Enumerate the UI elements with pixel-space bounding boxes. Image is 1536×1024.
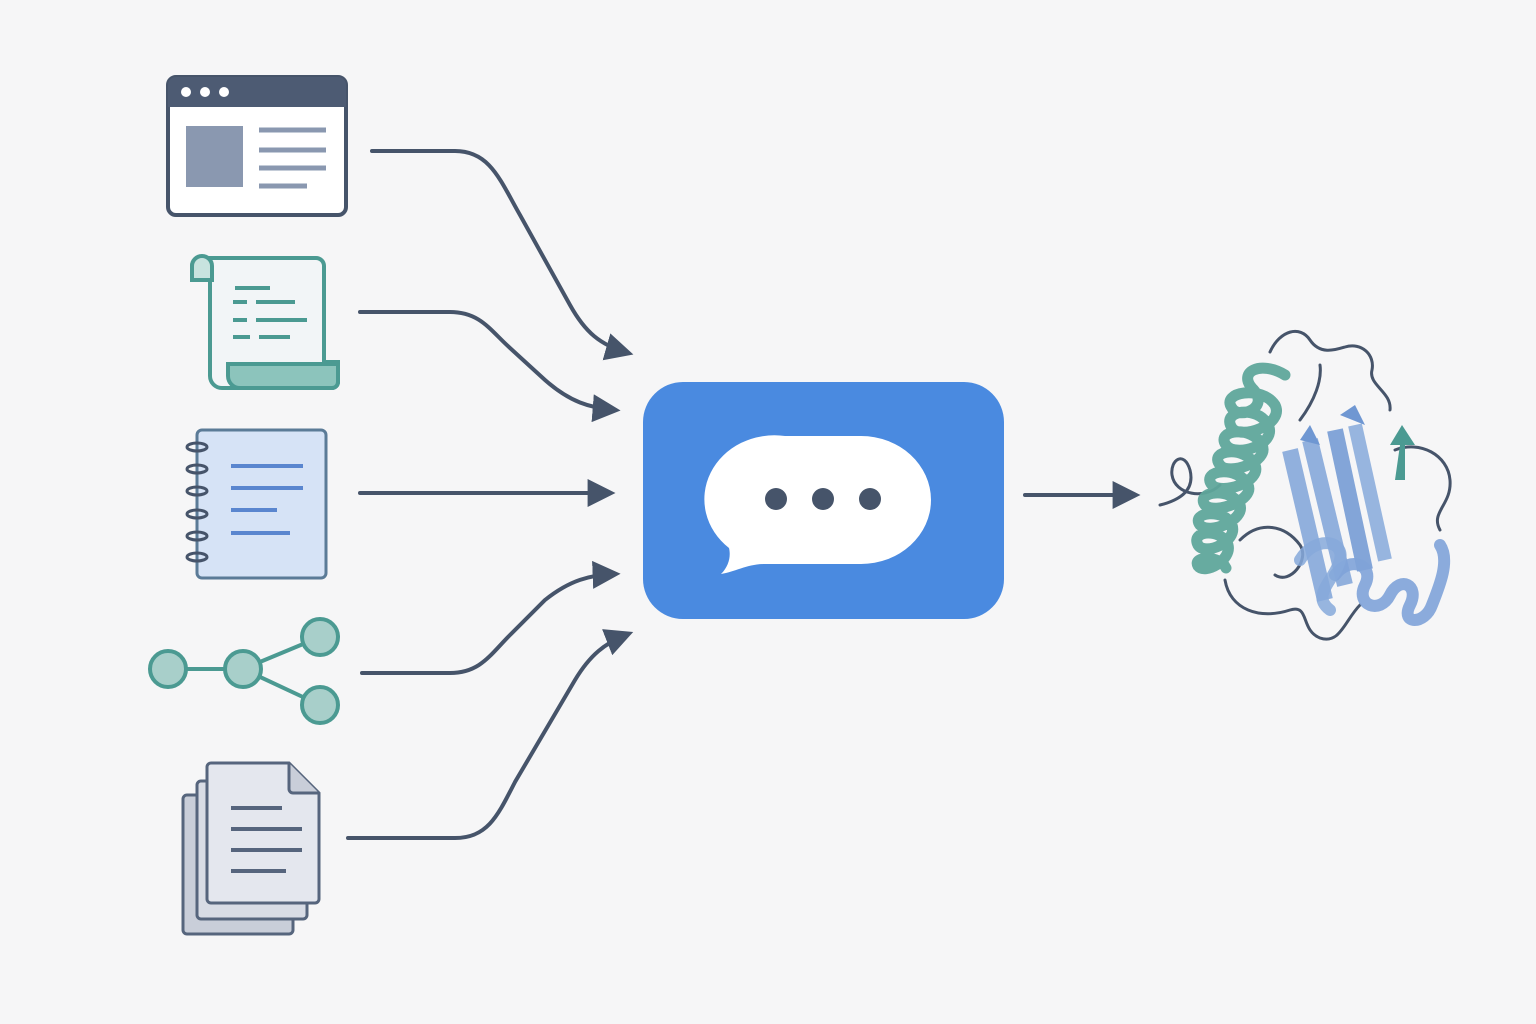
stacked-documents-icon: [181, 761, 321, 936]
arrow-scroll-to-hub: [358, 310, 621, 423]
knowledge-graph-icon: [148, 617, 340, 725]
arrow-browser-to-hub: [370, 149, 634, 361]
protein-structure-icon: [1158, 329, 1452, 641]
arrow-documents-to-hub: [346, 629, 634, 840]
notebook-icon: [185, 428, 328, 580]
browser-window-icon: [166, 75, 348, 217]
scroll-document-icon: [190, 254, 340, 390]
chat-bubble-icon: [643, 382, 1004, 619]
arrow-graph-to-hub: [360, 560, 621, 675]
